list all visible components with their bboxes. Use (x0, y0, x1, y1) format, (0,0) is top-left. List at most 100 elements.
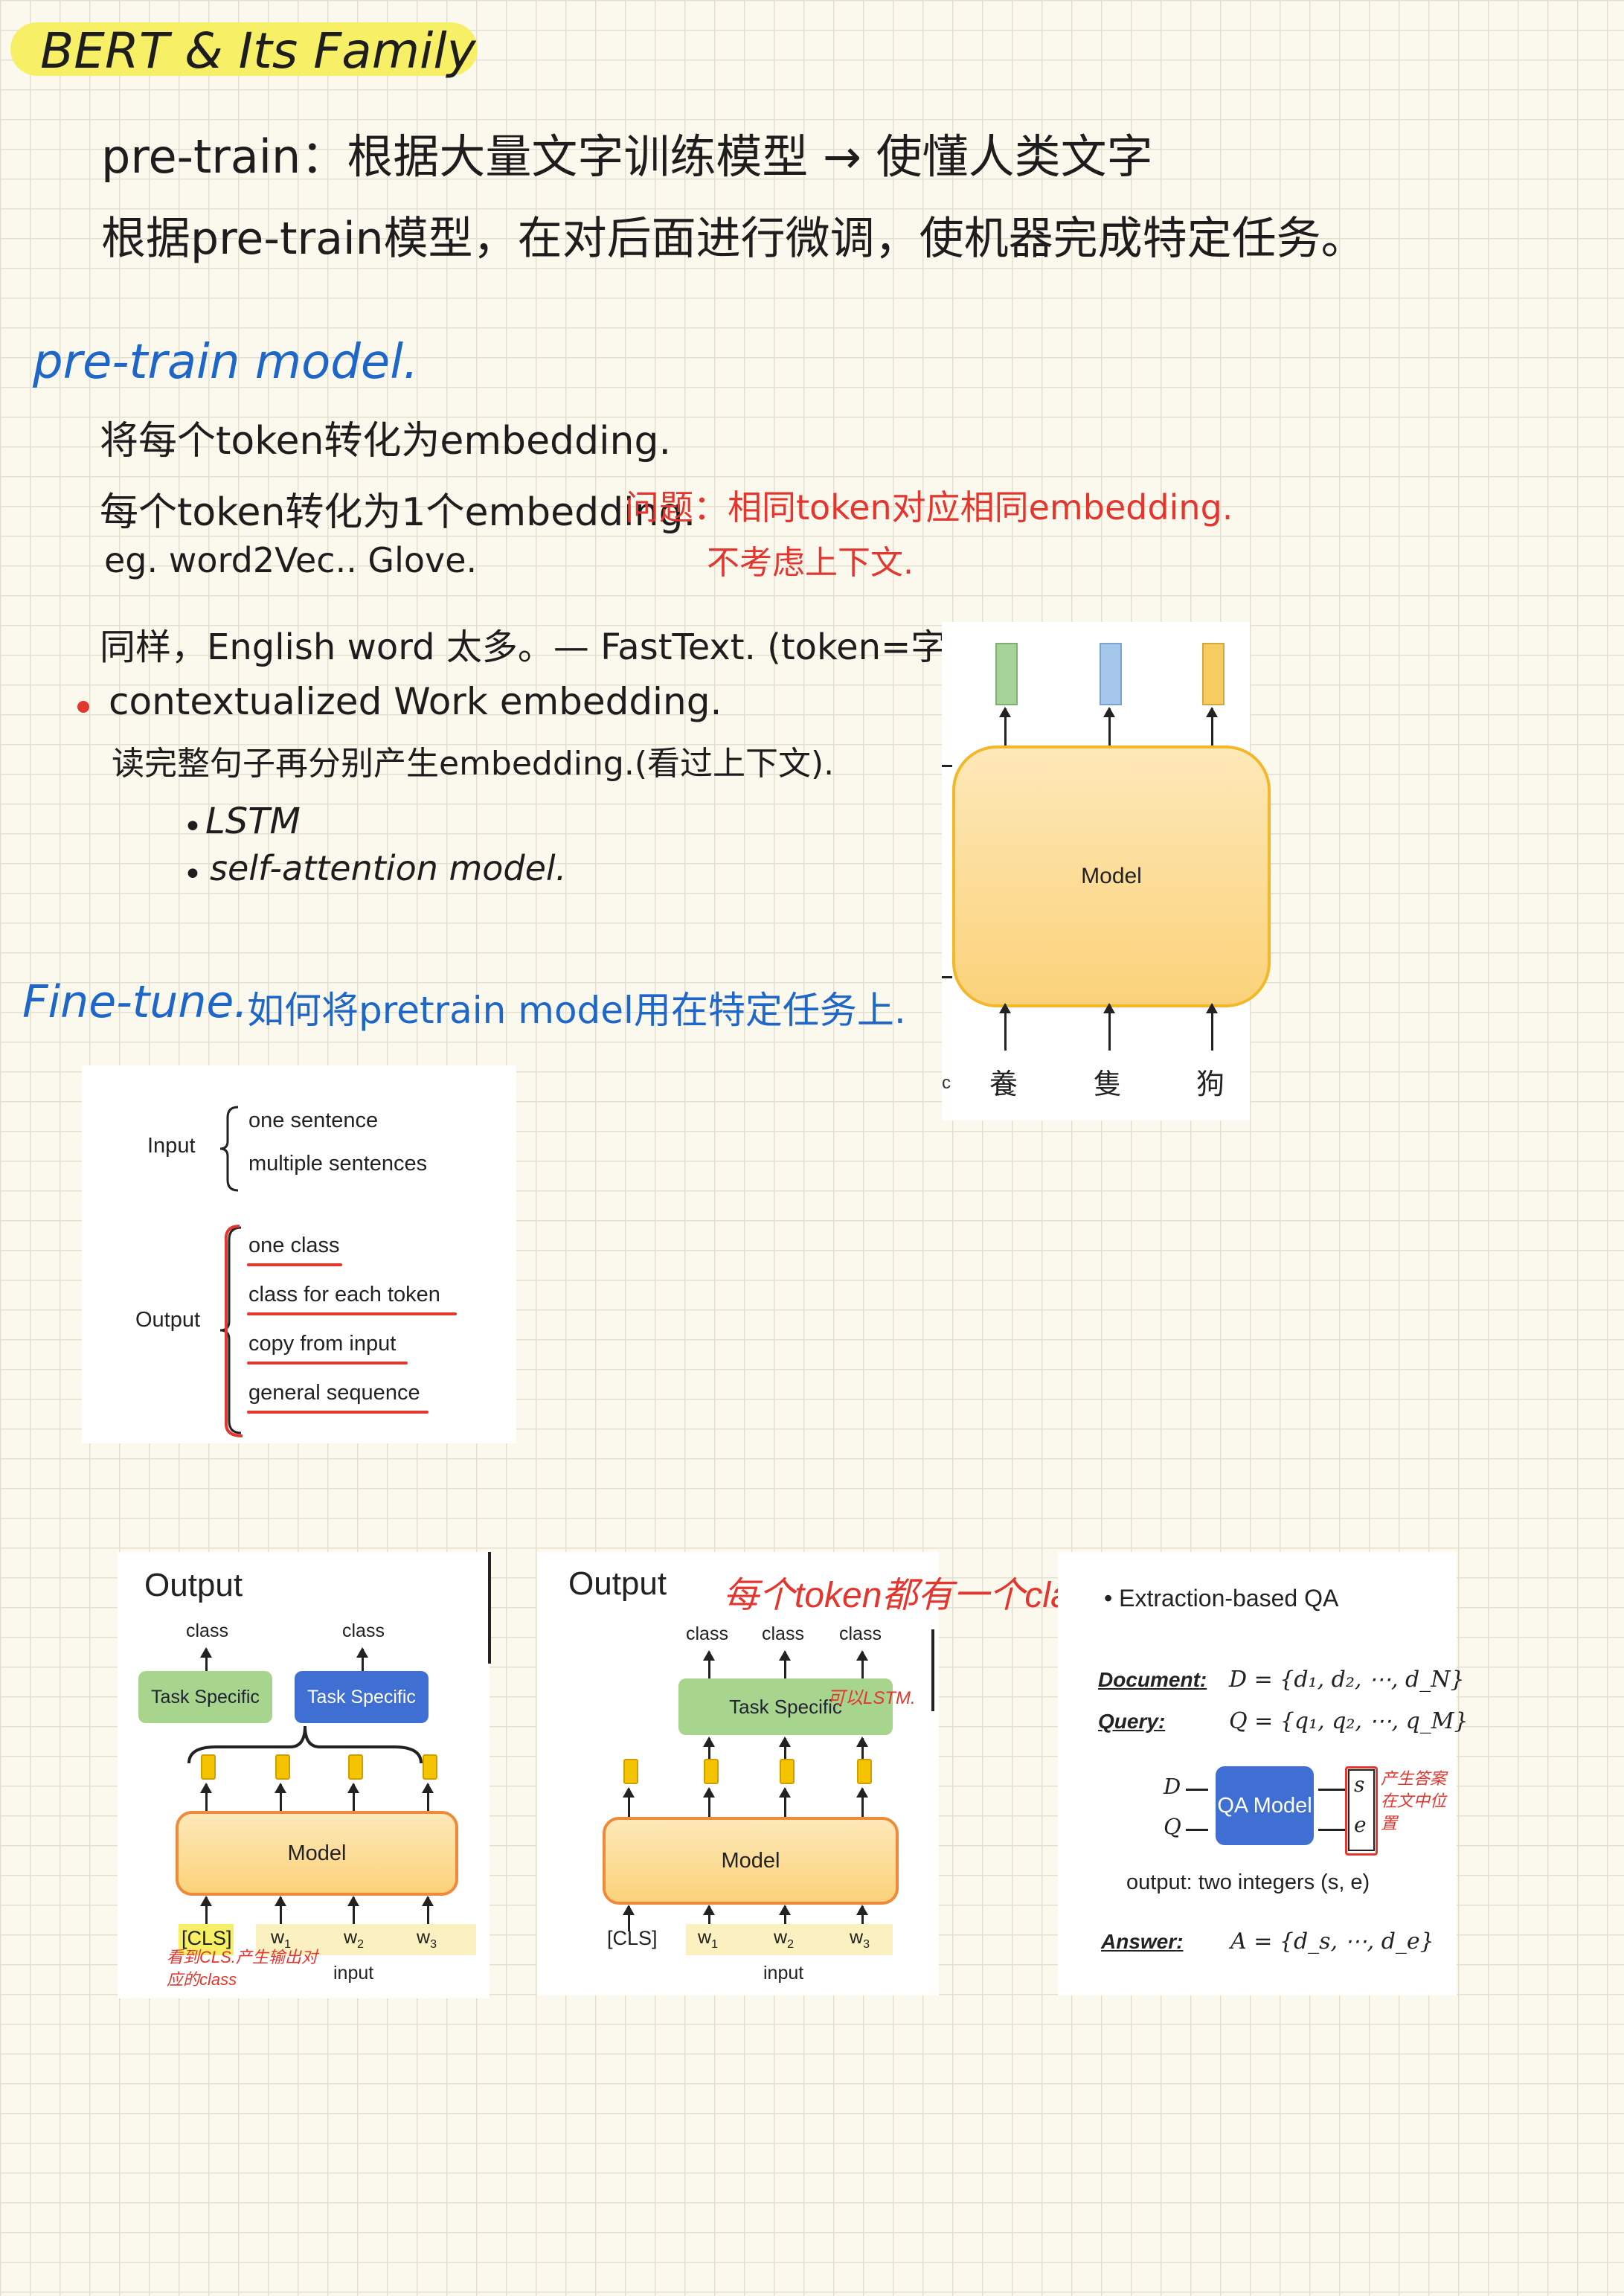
token-class-2: class (762, 1623, 804, 1644)
multi-model-box: Model (176, 1811, 458, 1896)
multi-token-2 (275, 1754, 290, 1780)
left-tick-top (942, 765, 952, 767)
multi-word-1: w1 (271, 1927, 291, 1951)
qa-output-box-red (1345, 1766, 1378, 1856)
multi-token-1 (201, 1754, 216, 1780)
token-output-title: Output (568, 1565, 667, 1602)
qa-arrow-q (1186, 1829, 1208, 1831)
multi-task-box-1: Task Specific (138, 1671, 272, 1723)
title-highlight (10, 22, 478, 76)
token-arrow-tok-3 (779, 1787, 791, 1817)
token-arrow-up-4 (856, 1737, 868, 1759)
multi-brace (187, 1725, 423, 1764)
output-vector-1 (995, 643, 1018, 705)
note-contextual: contextualized Work embedding. (109, 680, 722, 723)
qa-model-label: QA Model (1217, 1794, 1312, 1818)
model-label: Model (1081, 864, 1142, 888)
qa-arrow-s (1318, 1789, 1345, 1791)
qa-d-label: D (1164, 1774, 1181, 1799)
multi-class-2: class (342, 1620, 385, 1641)
multi-cls-highlight (179, 1924, 234, 1955)
arrow-in-1 (999, 1003, 1011, 1051)
underline-3 (247, 1362, 408, 1365)
arrow-out-2 (1103, 707, 1115, 745)
io-output-item-3: copy from input (248, 1332, 397, 1356)
input-brace (219, 1106, 239, 1192)
note-finetune-line: 根据pre-train模型，在对后面进行微调，使机器完成特定任务。 (101, 213, 1366, 265)
io-output-label: Output (135, 1308, 201, 1332)
card-token-class: Output 每个token都有一个class class class clas… (537, 1552, 1106, 1995)
qa-answer-label: Answer: (1101, 1930, 1184, 1953)
arrow-in-3 (1206, 1003, 1218, 1051)
underline-4 (247, 1411, 429, 1414)
token-word-1: w1 (698, 1927, 718, 1951)
bullet-selfatt-dot: • (183, 856, 202, 894)
multi-input-label: input (333, 1963, 374, 1984)
multi-arrow-in-4 (422, 1896, 434, 1924)
token-lstm-note: 可以LSTM. (827, 1688, 916, 1708)
multi-arrow-tok-1 (200, 1783, 212, 1811)
io-input-item-1: one sentence (248, 1109, 379, 1132)
note-read-whole: 读完整句子再分别产生embedding.(看过上下文). (112, 745, 835, 783)
multi-token-3 (348, 1754, 363, 1780)
token-arrow-class-3 (856, 1650, 868, 1678)
token-arrow-in-1 (623, 1905, 635, 1931)
arrow-in-2 (1103, 1003, 1115, 1051)
multi-word-3: w3 (417, 1927, 437, 1951)
qa-output-box (1348, 1769, 1375, 1851)
io-output-item-1: one class (248, 1234, 340, 1257)
token-class-3: class (839, 1623, 882, 1644)
qa-bullet: • Extraction-based QA (1104, 1585, 1339, 1612)
qa-document-label: Document: (1098, 1668, 1207, 1691)
multi-task-label-1: Task Specific (151, 1686, 260, 1707)
token-model-box: Model (603, 1817, 899, 1905)
underline-1 (247, 1263, 342, 1266)
qa-s-label: s (1354, 1772, 1365, 1797)
multi-arrow-class-2 (356, 1647, 368, 1674)
io-input-item-2: multiple sentences (248, 1152, 428, 1176)
multi-annotation: 看到CLS.产生输出对应的class (167, 1948, 318, 1989)
note-self-attention: self-attention model. (210, 848, 567, 888)
output-vector-2 (1100, 643, 1122, 705)
multi-arrow-tok-3 (347, 1783, 359, 1811)
multi-task-box-2: Task Specific (295, 1671, 429, 1723)
multi-cls-label: [CLS] (182, 1927, 232, 1949)
token-task-label: Task Specific (729, 1695, 842, 1718)
multi-arrow-in-1 (200, 1896, 212, 1924)
qa-query-label: Query: (1098, 1710, 1166, 1733)
token-tok-2 (704, 1759, 719, 1784)
io-output-item-4: general sequence (248, 1381, 420, 1405)
token-input-band (686, 1924, 893, 1955)
note-finetune-desc: 如何将pretrain model用在特定任务上. (247, 989, 906, 1032)
bullet-lstm-dot: • (183, 808, 202, 846)
multi-token-4 (423, 1754, 437, 1780)
qa-arrow-d (1186, 1789, 1208, 1791)
page-title: BERT & Its Family (40, 22, 476, 80)
io-output-item-2: class for each token (248, 1283, 440, 1306)
token-arrow-tok-4 (856, 1787, 868, 1817)
qa-query-formula: Q = {q₁, q₂, ⋯, q_M} (1229, 1708, 1469, 1734)
arrow-out-3 (1206, 707, 1218, 745)
arrow-out-1 (999, 707, 1011, 745)
multi-output-title: Output (144, 1567, 243, 1603)
underline-2 (247, 1312, 457, 1315)
token-tok-1 (623, 1759, 638, 1784)
card-extraction-qa: • Extraction-based QA Document: D = {d₁,… (1058, 1552, 1469, 1995)
note-one-embedding: 每个token转化为1个embedding. (100, 490, 696, 535)
bullet-dot (77, 701, 89, 713)
card-sentence-class: Output class class Task Specific Task Sp… (118, 1552, 490, 1998)
token-task-box: Task Specific (678, 1678, 893, 1735)
token-cls-label: [CLS] (607, 1927, 658, 1949)
qa-output-line: output: two integers (s, e) (1126, 1870, 1370, 1894)
token-model-label: Model (721, 1848, 780, 1873)
multi-word-2: w2 (344, 1927, 364, 1951)
token-arrow-up-3 (779, 1737, 791, 1759)
multi-arrow-class-1 (200, 1647, 212, 1674)
input-char-1: 養 (989, 1069, 1018, 1100)
qa-answer-formula: A = {d_s, ⋯, d_e} (1230, 1928, 1434, 1955)
token-arrow-class-2 (779, 1650, 791, 1678)
note-pretrain-line: pre-train：根据大量文字训练模型 → 使懂人类文字 (101, 129, 1153, 184)
multi-input-band (256, 1924, 476, 1955)
token-arrow-tok-1 (623, 1787, 635, 1817)
left-clip-text: c (942, 1073, 951, 1093)
